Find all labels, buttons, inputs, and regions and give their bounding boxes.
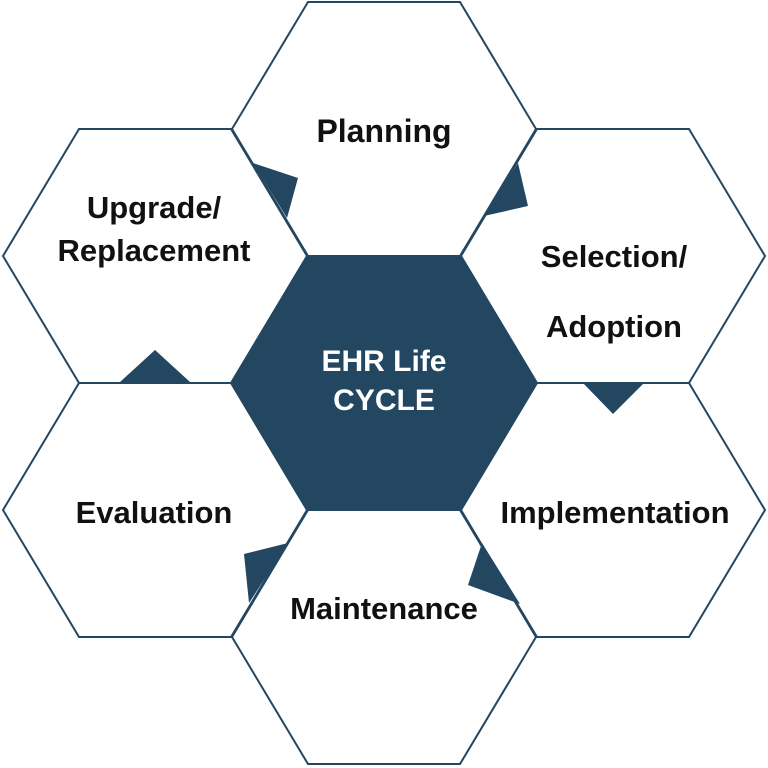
- arrow-upgrade-to-planning: [253, 163, 298, 218]
- arrow-selection-to-implementation: [582, 382, 645, 414]
- arrow-maintenance-to-evaluation: [244, 543, 288, 603]
- arrow-planning-to-selection: [484, 163, 528, 216]
- stage-planning-label: Planning: [316, 113, 452, 149]
- center-title: EHR Life CYCLE: [321, 345, 447, 417]
- stage-selection-label: Selection/ Adoption: [540, 239, 688, 344]
- stage-upgrade-label: Upgrade/ Replacement: [57, 190, 251, 268]
- stage-maintenance-label: Maintenance: [290, 591, 478, 626]
- arrow-implementation-to-maintenance: [468, 543, 520, 604]
- stage-evaluation-label: Evaluation: [75, 495, 233, 530]
- stage-implementation-label: Implementation: [500, 495, 730, 530]
- arrow-evaluation-to-upgrade: [120, 350, 190, 382]
- upgrade-hexagon: [1, 128, 309, 384]
